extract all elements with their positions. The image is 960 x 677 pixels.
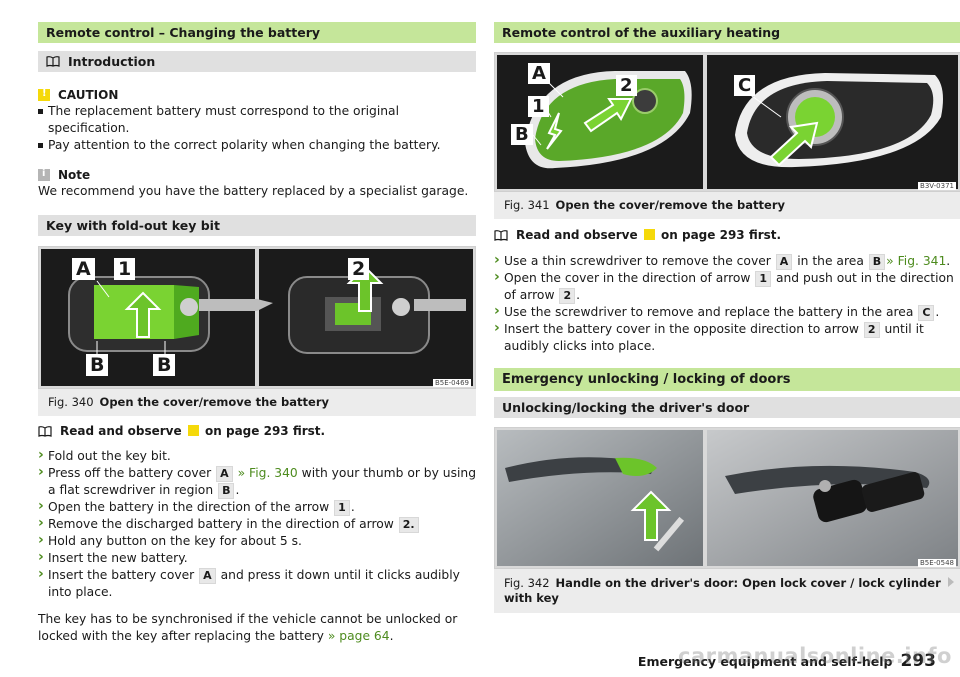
emergency-heading: Emergency unlocking / locking of doors (494, 368, 960, 391)
read-observe: Read and observe on page 293 first. (494, 228, 960, 242)
callout-A: A (528, 63, 550, 84)
step: Hold any button on the key for about 5 s… (38, 532, 476, 550)
intro-bar: Introduction (38, 51, 476, 72)
ref-label: B (868, 254, 886, 270)
ref-label: A (216, 466, 233, 482)
sync-paragraph: The key has to be synchronised if the ve… (38, 612, 458, 643)
watermark: carmanualsonline.info (678, 644, 952, 668)
note-block: Note We recommend you have the battery r… (38, 168, 476, 200)
figure-link[interactable]: » Fig. 341 (886, 254, 947, 268)
right-column: Remote control of the auxiliary heating (494, 22, 960, 613)
callout-2: 2 (348, 258, 370, 280)
section-title-aux-heating: Remote control of the auxiliary heating (494, 22, 960, 43)
steps-list-right: Use a thin screwdriver to remove the cov… (494, 252, 960, 355)
key-heading: Key with fold-out key bit (38, 215, 476, 236)
caption-number: Fig. 340 (48, 395, 94, 409)
callout-2: 2 (616, 75, 637, 96)
callout-1: 1 (114, 258, 136, 280)
figure-341-image: A 2 C 1 B B3V-0371 (494, 52, 960, 192)
page-number: 293 (900, 651, 937, 671)
intro-title: Introduction (68, 54, 156, 69)
read-observe-suffix: on page 293 first. (205, 424, 326, 438)
caption-text: Open the cover/remove the battery (555, 198, 786, 212)
book-icon (38, 425, 52, 437)
step: Insert the battery cover A and press it … (38, 566, 476, 601)
read-observe: Read and observe on page 293 first. (38, 424, 476, 438)
figure-340-image: A 1 2 B B B5E-0469 (38, 246, 476, 389)
driver-door-heading: Unlocking/locking the driver's door (494, 397, 960, 418)
footer-chapter: Emergency equipment and self-help (637, 654, 893, 669)
ref-label: A (775, 254, 793, 270)
callout-A: A (72, 258, 95, 280)
figure-341-caption: Fig. 341 Open the cover/remove the batter… (494, 192, 960, 219)
note-title: Note (58, 168, 91, 182)
caution-icon (643, 229, 655, 240)
caution-item: Pay attention to the correct polarity wh… (38, 137, 476, 154)
step: Use the screwdriver to remove and replac… (494, 303, 960, 321)
callout-B: B (153, 354, 176, 376)
callout-B: B (511, 124, 533, 145)
figure-link[interactable]: » Fig. 340 (237, 466, 298, 480)
figure-342-image: B5E-0548 (494, 427, 960, 569)
step: Insert the battery cover in the opposite… (494, 320, 960, 355)
note-text: We recommend you have the battery replac… (38, 184, 469, 198)
ref-label: C (918, 305, 935, 321)
read-observe-prefix: Read and observe (516, 228, 638, 242)
read-observe-prefix: Read and observe (60, 424, 182, 438)
caption-text: Handle on the driver's door: Open lock c… (504, 576, 941, 605)
callout-C: C (734, 75, 756, 96)
step: Use a thin screwdriver to remove the cov… (494, 252, 960, 270)
figure-340-caption: Fig. 340 Open the cover/remove the batter… (38, 389, 476, 416)
continue-arrow-icon (948, 577, 954, 587)
ref-label: B (218, 483, 235, 499)
ref-label: 1 (334, 500, 350, 516)
page-link[interactable]: » page 64 (327, 629, 390, 643)
caution-icon (38, 88, 50, 101)
caption-number: Fig. 341 (504, 198, 550, 212)
note-icon (38, 168, 50, 181)
figure-341: A 2 C 1 B B3V-0371 Fig. 341 Open the cove… (494, 52, 960, 219)
figure-340: A 1 2 B B B5E-0469 Fig. 340 Open the cove… (38, 246, 476, 416)
section-title-battery: Remote control – Changing the battery (38, 22, 476, 43)
read-observe-suffix: on page 293 first. (661, 228, 782, 242)
figure-code: B5E-0469 (432, 379, 471, 387)
step: Insert the new battery. (38, 549, 476, 567)
left-column: Remote control – Changing the battery In… (38, 22, 476, 645)
caution-item: The replacement battery must correspond … (38, 103, 476, 137)
step: Open the cover in the direction of arrow… (494, 269, 960, 304)
ref-label: 2 (863, 322, 880, 338)
ref-label: 2. (398, 517, 419, 533)
step: Remove the discharged battery in the dir… (38, 515, 476, 533)
ref-label: 2 (559, 288, 576, 304)
book-icon (494, 229, 508, 241)
caption-text: Open the cover/remove the battery (99, 395, 330, 409)
page-footer: Emergency equipment and self-help 293 (638, 651, 936, 671)
caution-title: CAUTION (58, 88, 119, 102)
book-icon (46, 56, 60, 67)
caution-icon (187, 425, 199, 436)
ref-label: A (199, 568, 216, 584)
callout-B: B (86, 354, 109, 376)
caution-block: CAUTION The replacement battery must cor… (38, 88, 476, 154)
callout-1: 1 (528, 96, 549, 117)
step: Fold out the key bit. (38, 447, 476, 465)
steps-list-left: Fold out the key bit. Press off the batt… (38, 447, 476, 601)
ref-label: 1 (755, 271, 772, 287)
step: Press off the battery cover A » Fig. 340… (38, 464, 476, 499)
caption-number: Fig. 342 (504, 576, 550, 590)
figure-code: B3V-0371 (918, 182, 956, 190)
step: Open the battery in the direction of the… (38, 498, 476, 516)
figure-code: B5E-0548 (917, 559, 956, 567)
